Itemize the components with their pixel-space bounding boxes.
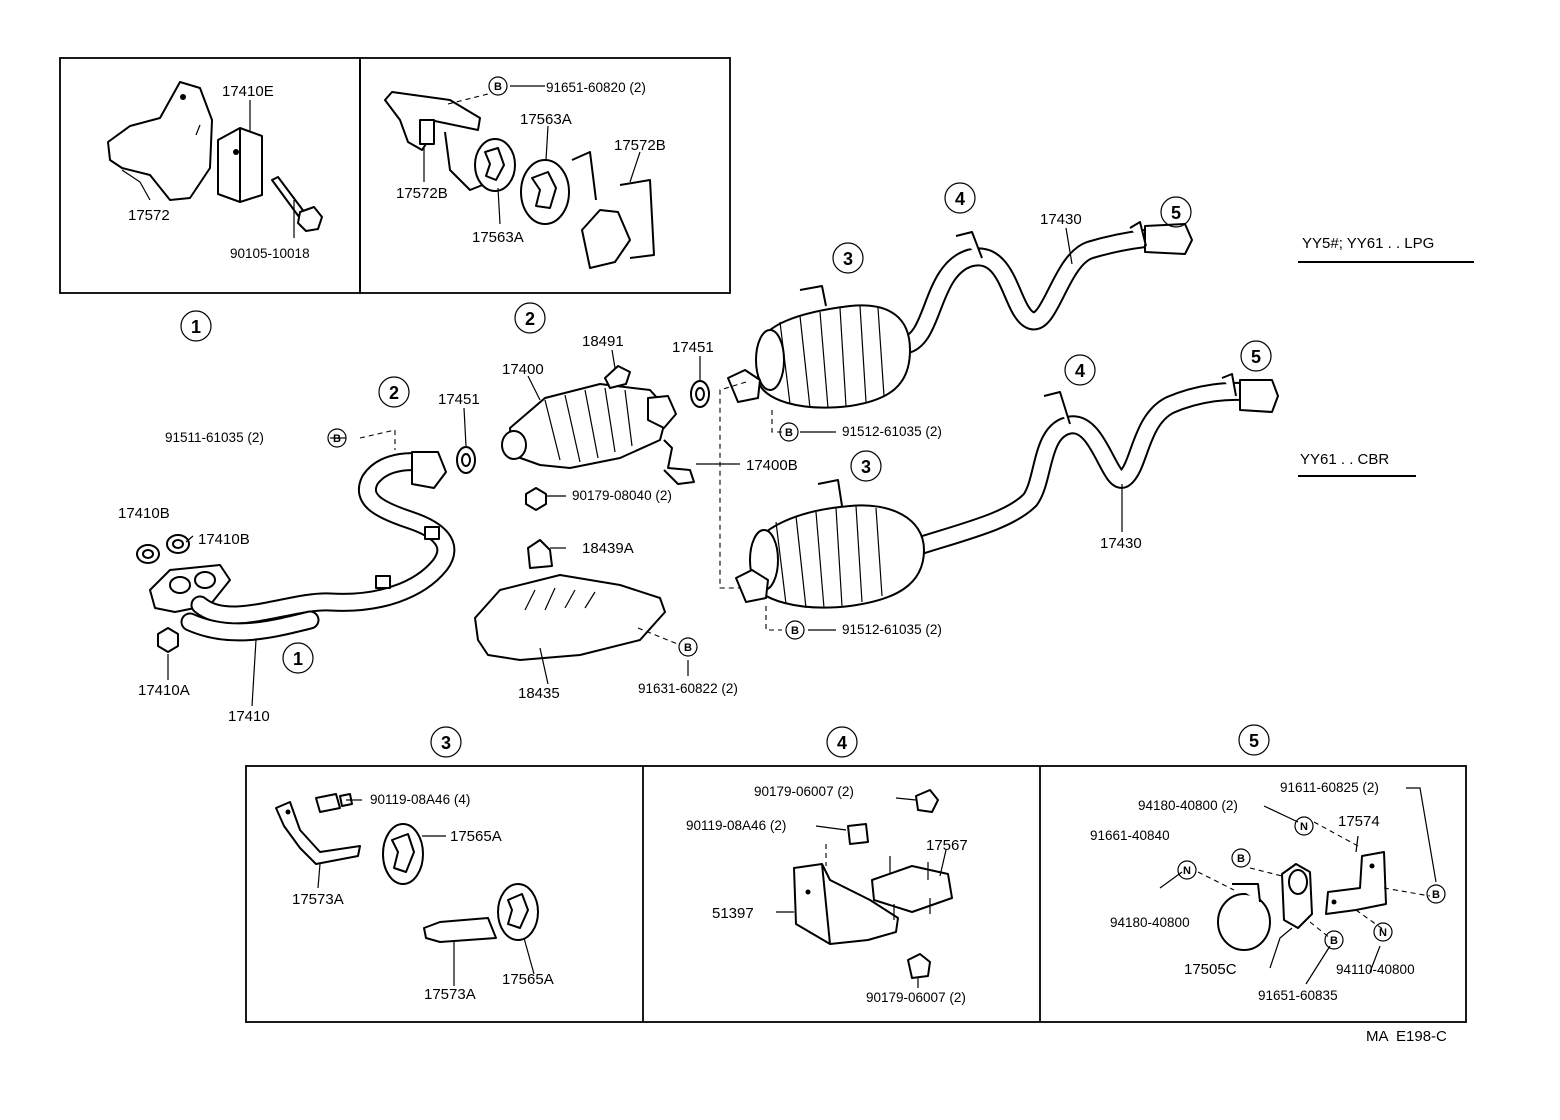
callout-5-inset: 5 [1249,731,1259,751]
label-17410A: 17410A [138,682,190,699]
callout-4-cbr: 4 [1075,361,1085,381]
label-17572B-right: 17572B [614,137,666,154]
label-17573A-lower: 17573A [424,986,476,1003]
label-91511-61035: 91511-61035 (2) [165,430,264,445]
inset-1-bracket [59,57,731,294]
gasket-17451-rear [690,380,710,408]
label-90179-06007-upper: 90179-06007 (2) [754,784,854,799]
label-90105-10018: 90105-10018 [230,246,310,261]
gasket-17451-front [456,446,476,474]
marker-b-91512-lower: B [791,625,799,637]
variant-cbr-label: YY61 . . CBR [1300,451,1389,468]
label-90179-06007-lower: 90179-06007 (2) [866,990,966,1005]
label-17563A-lower: 17563A [472,229,524,246]
inset-5-clamp [1197,821,1431,951]
callout-circles: 1 2 2 1 3 4 5 4 5 3 3 4 5 [180,182,1272,758]
label-91651-60820: 91651-60820 (2) [546,80,646,95]
inset-4-mount [793,789,953,979]
inset-3-hangers [275,793,539,943]
label-90119-08A46-4: 90119-08A46 (4) [370,792,470,807]
label-17565A-lower: 17565A [502,971,554,988]
marker-b-91511: B [333,433,341,445]
part-labels: 17410E 17572 90105-10018 91651-60820 (2)… [118,80,1447,1045]
label-51397: 51397 [712,905,754,922]
callout-3-lpg: 3 [843,249,853,269]
label-17572B-left: 17572B [396,185,448,202]
inset-boxes-lower [245,765,1467,1023]
label-17400B: 17400B [746,457,798,474]
callout-3-cbr: 3 [861,457,871,477]
callout-1-pipe: 1 [293,649,303,669]
label-17410B-left: 17410B [118,505,170,522]
marker-b-91611: B [1432,889,1440,901]
marker-b-91651-60820: B [494,81,502,93]
variant-lpg-label: YY5#; YY61 . . LPG [1302,235,1434,252]
label-91512-61035-lower: 91512-61035 (2) [842,622,942,637]
label-17567: 17567 [926,837,968,854]
label-90179-08040: 90179-08040 (2) [572,488,672,503]
label-17574: 17574 [1338,813,1380,830]
label-17451-rear: 17451 [672,339,714,356]
marker-n-94180-2: N [1300,821,1308,833]
label-17565A-upper: 17565A [450,828,502,845]
label-91651-60835: 91651-60835 [1258,988,1338,1003]
label-94180-40800-2: 94180-40800 (2) [1138,798,1238,813]
marker-b-91631: B [684,642,692,654]
marker-b-91651-60835: B [1330,935,1338,947]
label-91512-61035-upper: 91512-61035 (2) [842,424,942,439]
inset-2-hangers [384,91,655,269]
label-18491: 18491 [582,333,624,350]
marker-n-94110: N [1379,927,1387,939]
callout-1-top: 1 [191,317,201,337]
leader-lines [121,85,1474,988]
muffler-lpg [727,221,1193,409]
label-17451-front: 17451 [438,391,480,408]
marker-b-91661: B [1237,853,1245,865]
label-17505C: 17505C [1184,961,1237,978]
callout-2-top: 2 [525,309,535,329]
letter-markers: B B B B B N B N B B N [327,76,1446,950]
label-17410: 17410 [228,708,270,725]
label-17430-lpg: 17430 [1040,211,1082,228]
marker-b-91512-upper: B [785,427,793,439]
label-17573A-upper: 17573A [292,891,344,908]
label-94110-40800: 94110-40800 [1336,962,1415,977]
callout-5-cbr: 5 [1251,347,1261,367]
marker-n-94180: N [1183,865,1191,877]
muffler-cbr [735,373,1279,609]
label-94180-40800: 94180-40800 [1110,915,1190,930]
catalytic-converter [501,365,695,511]
label-91661-40840: 91661-40840 [1090,828,1170,843]
callout-4-inset: 4 [837,733,847,753]
label-18435: 18435 [518,685,560,702]
label-17400: 17400 [502,361,544,378]
label-17410E: 17410E [222,83,274,100]
label-18439A: 18439A [582,540,634,557]
diagram-code: MA E198-C [1366,1028,1447,1045]
label-17430-cbr: 17430 [1100,535,1142,552]
label-17410B-right: 17410B [198,531,250,548]
label-90119-08A46-2: 90119-08A46 (2) [686,818,786,833]
callout-4-lpg: 4 [955,189,965,209]
callout-2-pipe: 2 [389,383,399,403]
callout-3-inset: 3 [441,733,451,753]
label-17572: 17572 [128,207,170,224]
label-17563A-upper: 17563A [520,111,572,128]
label-91631-60822: 91631-60822 (2) [638,681,738,696]
front-exhaust-pipe [136,451,456,653]
label-91611-60825: 91611-60825 (2) [1280,780,1379,795]
heat-shield [474,539,666,661]
callout-5-lpg: 5 [1171,203,1181,223]
locator-lines [359,381,782,646]
